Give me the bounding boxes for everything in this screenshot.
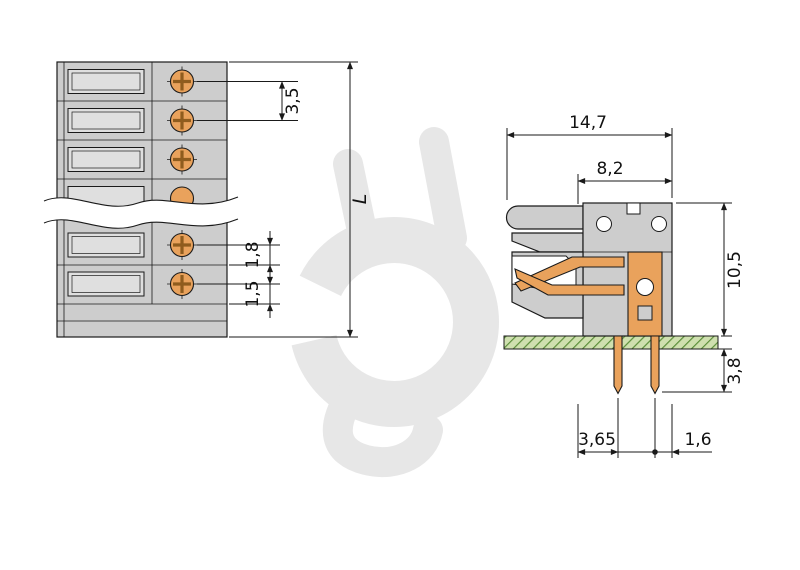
dim-label-10-5: 10,5 bbox=[725, 251, 745, 289]
side-view: 14,7 8,2 10,5 3,8 bbox=[503, 113, 745, 458]
front-housing-lower bbox=[56, 211, 228, 338]
contact-sockets-upper bbox=[167, 66, 197, 211]
watermark-gap bbox=[280, 268, 394, 348]
dimension-1-5: 1,5 bbox=[197, 271, 280, 318]
dimension-10-5: 10,5 bbox=[676, 202, 745, 337]
dimension-3-65-and-1-6: 3,65 1,6 bbox=[577, 398, 712, 458]
dim-dot bbox=[652, 449, 658, 455]
spring-contact bbox=[514, 251, 663, 337]
dim-label-3-65: 3,65 bbox=[578, 430, 616, 450]
plug-prong-right bbox=[419, 127, 467, 253]
dim-label-1-6: 1,6 bbox=[684, 430, 711, 450]
dim-label-8-2: 8,2 bbox=[596, 159, 623, 179]
dim-label-total-length: L bbox=[349, 194, 371, 205]
mounting-hole-left bbox=[596, 216, 612, 232]
front-view: 3,5 L 1,8 1,5 bbox=[43, 61, 371, 338]
dim-label-3-8: 3,8 bbox=[725, 357, 745, 384]
housing-lip bbox=[511, 232, 584, 253]
dimension-14-7: 14,7 bbox=[506, 113, 673, 200]
contact-sockets-lower bbox=[167, 230, 197, 299]
carrier-window bbox=[637, 305, 653, 321]
solder-pins bbox=[613, 335, 660, 395]
dim-label-pitch: 3,5 bbox=[283, 87, 303, 114]
carrier-hole bbox=[636, 278, 654, 296]
dim-label-1-5: 1,5 bbox=[243, 280, 263, 307]
solder-pin-right bbox=[650, 335, 660, 395]
plug-cable-tail bbox=[322, 381, 443, 478]
dimension-8-2: 8,2 bbox=[577, 159, 673, 204]
pcb-board bbox=[503, 335, 719, 350]
dimension-length-L: L bbox=[229, 61, 371, 338]
dimension-3-8: 3,8 bbox=[662, 348, 745, 393]
plug-prong-left bbox=[333, 149, 381, 265]
break-line bbox=[43, 196, 239, 229]
dim-label-1-8: 1,8 bbox=[243, 241, 263, 268]
housing-top-slot bbox=[626, 202, 641, 215]
front-housing-upper bbox=[56, 61, 228, 213]
solder-pin-left bbox=[613, 335, 623, 395]
latch-lever bbox=[505, 205, 584, 230]
watermark-plug-logo bbox=[280, 127, 499, 478]
dim-label-14-7: 14,7 bbox=[569, 113, 607, 133]
mounting-hole-right bbox=[651, 216, 667, 232]
dimension-pitch-3-5: 3,5 bbox=[197, 81, 303, 121]
